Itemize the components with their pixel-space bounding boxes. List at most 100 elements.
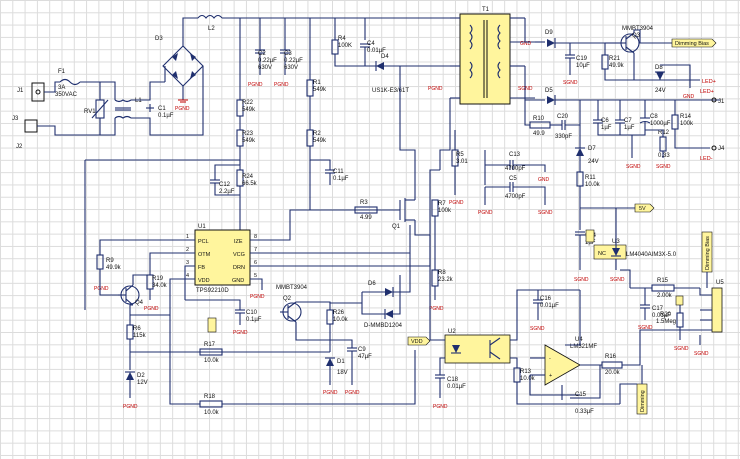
r14-ref: R14 — [680, 114, 692, 120]
r2-value: 549k — [313, 138, 327, 144]
capacitor-c16: C16 0.01µF — [533, 296, 559, 309]
r17-value: 10.0k — [204, 358, 220, 364]
transistor-q4: Q4 — [118, 284, 144, 306]
c15-value: 0.33µF — [575, 409, 594, 415]
resistor-r12: R12 0.33 — [658, 130, 670, 159]
r19-ref: R19 — [152, 276, 164, 282]
c12-ref: C12 — [219, 182, 231, 188]
c3-value: 0.22µF — [284, 58, 303, 64]
u1-pin-gnd: GND — [232, 278, 244, 284]
r16-ref: R16 — [605, 354, 617, 360]
transformer-t1: T1 — [459, 7, 511, 105]
net-flag-dimming-bias: Dimming Bias — [671, 38, 717, 48]
u3-part: LM4040AIM3X-5.0 — [626, 252, 677, 258]
r9-value: 49.9k — [106, 265, 122, 271]
r26-ref: R26 — [333, 310, 345, 316]
ground-symbol: PGND — [175, 99, 190, 112]
r20-ref: R20 — [660, 312, 672, 318]
u1-pin-drn: DRN — [233, 265, 245, 271]
u3-nc: NC — [598, 251, 606, 257]
l2-ref: L2 — [208, 26, 215, 32]
d7-ref: D7 — [588, 146, 596, 152]
r17-ref: R17 — [204, 342, 216, 348]
d1-value: 18V — [337, 370, 348, 376]
svg-text:SGND: SGND — [674, 346, 689, 352]
r20-value: 1.5Meg — [656, 319, 676, 325]
vdd-port-u1 — [207, 317, 217, 333]
d9-ref: D9 — [545, 30, 553, 36]
optocoupler-u2: U2 — [444, 329, 511, 364]
c19-ref: C19 — [576, 56, 588, 62]
inductor-l2: L2 — [197, 14, 223, 32]
c1-value: 0.1µF — [158, 113, 174, 119]
svg-text:SGND: SGND — [694, 351, 709, 357]
net-flag-vdd: VDD — [407, 336, 431, 346]
led-plus-label: LED+ — [700, 89, 714, 95]
u1-pin-otm: OTM — [198, 252, 211, 258]
d8-value: 24V — [655, 88, 666, 94]
r18-value: 10.0k — [204, 410, 220, 416]
svg-text:8: 8 — [254, 234, 257, 240]
svg-text:7: 7 — [254, 247, 257, 253]
c2-rating: 630V — [258, 65, 272, 71]
c2-value: 0.22µF — [258, 58, 277, 64]
u4-ref: U4 — [575, 337, 583, 343]
l1-ref: L1 — [135, 98, 142, 104]
net-flag-dimming: Dimming — [636, 383, 648, 415]
svg-text:3: 3 — [186, 260, 189, 266]
d7-value: 24V — [588, 159, 599, 165]
resistor-r19: R19 34.0k — [146, 274, 168, 290]
d8-ref: D8 — [655, 65, 663, 71]
c2-ref: C2 — [258, 51, 266, 57]
resistor-r2: R2 549k — [306, 129, 327, 147]
r23-value: 549k — [242, 138, 256, 144]
r10-ref: R10 — [533, 116, 545, 122]
u1-pin-fb: FB — [198, 265, 205, 271]
r3-value: 4.99 — [360, 215, 372, 221]
c7-ref: C7 — [624, 118, 632, 124]
svg-text:PGND: PGND — [323, 390, 338, 396]
r22-value: 549k — [242, 107, 256, 113]
svg-text:5: 5 — [254, 273, 257, 279]
svg-text:SGND: SGND — [610, 277, 625, 283]
r12-ref: R12 — [658, 130, 670, 136]
u1-ref: U1 — [198, 224, 206, 230]
r12-value: 0.33 — [658, 153, 670, 159]
resistor-r23: R23 549k — [236, 129, 256, 147]
svg-text:PGND: PGND — [248, 82, 263, 88]
r13-ref: R13 — [520, 369, 532, 375]
capacitor-c20: C20 330pF — [555, 114, 572, 140]
r9-ref: R9 — [106, 258, 114, 264]
d6-part: D-MMBD1204 — [364, 323, 403, 329]
r14-value: 100k — [680, 121, 694, 127]
f1-ref: F1 — [58, 69, 66, 75]
r1-ref: R1 — [313, 80, 321, 86]
c11-ref: C11 — [333, 169, 344, 175]
zener-d8: D8 24V — [655, 65, 666, 94]
resistor-r15: R15 2.00k — [651, 278, 675, 299]
resistor-r6: R6 115k — [126, 324, 147, 340]
input-connector-j1: J1 — [17, 82, 45, 102]
c16-ref: C16 — [540, 296, 552, 302]
connector-j4: J4 LED- — [700, 145, 725, 162]
common-mode-choke-l1: L1 — [114, 98, 142, 119]
resistor-r10: R10 49.9 — [529, 116, 551, 137]
zener-d7: D7 24V — [575, 146, 599, 165]
svg-text:GND: GND — [520, 41, 532, 47]
capacitor-c12: C12 2.2µF — [210, 179, 235, 195]
c15-ref: C15 — [575, 392, 587, 398]
j3-label: J3 — [12, 116, 19, 122]
svg-text:SGND: SGND — [563, 80, 578, 86]
f1-value: 3A — [58, 85, 65, 91]
r23-ref: R23 — [242, 131, 254, 137]
input-connector-j3: J3 J2 — [12, 116, 38, 150]
led-minus-label: LED- — [700, 156, 713, 162]
u1-pin-pcl: PCL — [198, 239, 209, 245]
led-plus-label-top: LED+ — [702, 79, 716, 85]
u1-pin-vcg: VCG — [233, 252, 245, 258]
port-marker — [585, 229, 595, 243]
c1-ref: C1 — [158, 106, 166, 112]
r4-ref: R4 — [338, 36, 346, 42]
